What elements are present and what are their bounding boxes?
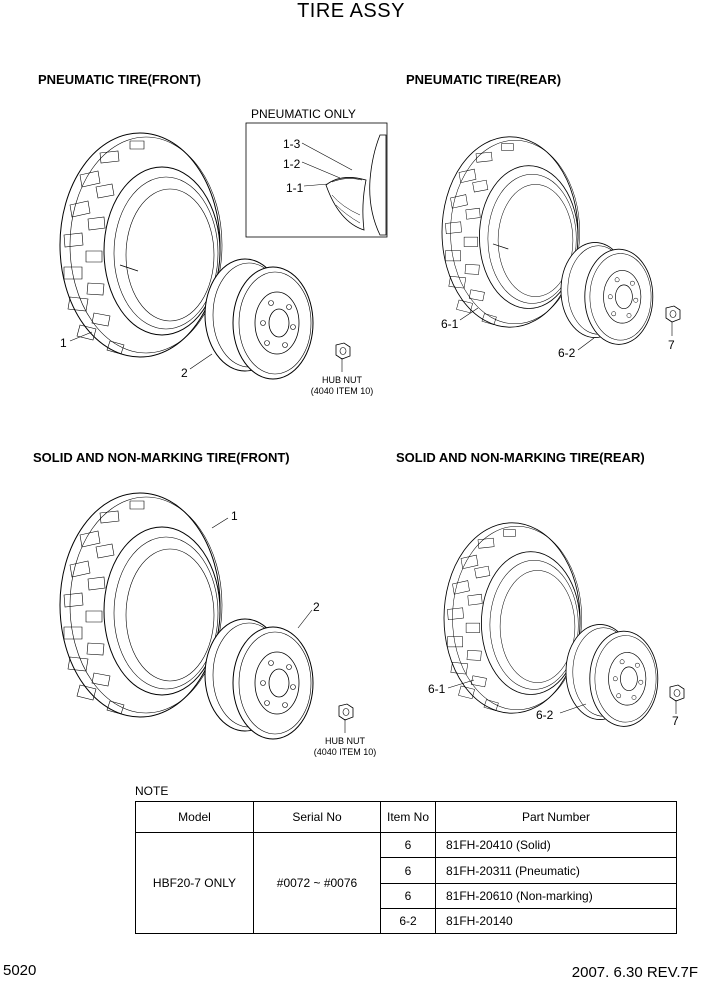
inset-label-1-3: 1-3: [283, 137, 301, 151]
section-pneumatic-front-title: PNEUMATIC TIRE(FRONT): [38, 72, 201, 87]
cell-item: 6-2: [380, 907, 436, 935]
note-table: Model Serial No Item No Part Number HBF2…: [135, 800, 677, 935]
hub-nut-ref: (4040 ITEM 10): [313, 747, 377, 757]
note-label: NOTE: [135, 784, 169, 798]
pneumatic-rear-nut: [665, 305, 681, 323]
pneumatic-front-wheel: [204, 258, 314, 380]
table-row: 6-2 81FH-20140: [136, 907, 677, 935]
hub-nut-ref: (4040 ITEM 10): [310, 386, 374, 396]
cell-item: 6: [380, 857, 436, 884]
cell-part: 81FH-20140: [435, 907, 677, 935]
callout-sr-nut: 7: [672, 714, 679, 728]
table-row: HBF20-7 ONLY #0072 ~ #0076 6 81FH-20410 …: [135, 832, 677, 934]
revision-date: 2007. 6.30 REV.7F: [571, 964, 698, 981]
cell-model: HBF20-7 ONLY: [135, 832, 254, 934]
cell-part: 81FH-20410 (Solid): [435, 832, 677, 859]
page-number: 5020: [3, 962, 37, 979]
callout-pf-tire: 1: [60, 336, 67, 350]
cell-item: 6: [380, 882, 436, 909]
cell-serial: #0072 ~ #0076: [253, 832, 381, 934]
callout-pf-wheel: 2: [181, 366, 188, 380]
callout-sr-tire: 6-1: [428, 682, 446, 696]
cell-part: 81FH-20311 (Pneumatic): [435, 857, 677, 884]
pneumatic-front-tire: [59, 132, 223, 358]
solid-rear-tire: [443, 522, 583, 714]
callout-sf-wheel: 2: [313, 600, 320, 614]
col-header-part: Part Number: [435, 800, 677, 834]
solid-rear-wheel: [565, 623, 659, 727]
solid-front-hub-nut: [338, 703, 354, 721]
inset-label-1-1: 1-1: [286, 181, 304, 195]
callout-sf-hub-nut: HUB NUT (4040 ITEM 10): [305, 736, 385, 758]
solid-rear-nut: [669, 684, 685, 702]
pneumatic-front-hub-nut: [335, 342, 351, 360]
inset-title: PNEUMATIC ONLY: [251, 107, 356, 121]
pneumatic-rear-tire: [441, 136, 581, 328]
solid-front-tire: [59, 492, 223, 718]
callout-pr-tire: 6-1: [441, 317, 459, 331]
col-header-item: Item No: [380, 800, 436, 834]
hub-nut-label: HUB NUT: [325, 736, 365, 746]
table-header-row: Model Serial No Item No Part Number: [135, 800, 677, 834]
col-header-model: Model: [135, 800, 254, 834]
col-header-serial: Serial No: [253, 800, 381, 834]
callout-pr-wheel: 6-2: [558, 346, 576, 360]
page-title: TIRE ASSY: [297, 0, 405, 22]
cell-part: 81FH-20610 (Non-marking): [435, 882, 677, 909]
hub-nut-label: HUB NUT: [322, 375, 362, 385]
cell-item: 6: [380, 832, 436, 859]
callout-pf-hub-nut: HUB NUT (4040 ITEM 10): [302, 375, 382, 397]
inset-label-1-2: 1-2: [283, 157, 301, 171]
solid-front-wheel: [204, 618, 314, 740]
pneumatic-rear-wheel: [560, 241, 654, 345]
table-row: 6 81FH-20610 (Non-marking): [136, 882, 677, 909]
callout-sr-wheel: 6-2: [536, 708, 554, 722]
section-pneumatic-rear-title: PNEUMATIC TIRE(REAR): [406, 72, 562, 87]
section-solid-rear-title: SOLID AND NON-MARKING TIRE(REAR): [396, 450, 645, 465]
section-solid-front-title: SOLID AND NON-MARKING TIRE(FRONT): [33, 450, 290, 465]
callout-sf-tire: 1: [231, 509, 238, 523]
table-row: 6 81FH-20311 (Pneumatic): [136, 857, 677, 884]
callout-pr-nut: 7: [668, 338, 675, 352]
